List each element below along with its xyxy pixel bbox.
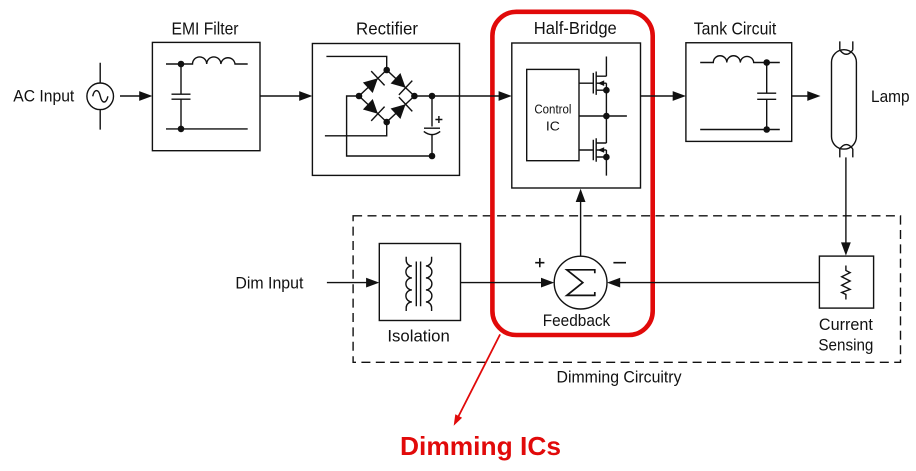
svg-text:Control: Control: [534, 102, 571, 117]
svg-text:Sensing: Sensing: [818, 337, 873, 355]
svg-text:Half-Bridge: Half-Bridge: [534, 18, 617, 38]
svg-text:Isolation: Isolation: [387, 328, 450, 346]
svg-text:IC: IC: [546, 119, 560, 134]
svg-text:AC Input: AC Input: [13, 88, 74, 106]
svg-text:Current: Current: [819, 316, 873, 334]
svg-text:Dimming Circuitry: Dimming Circuitry: [557, 369, 683, 387]
svg-text:Dim Input: Dim Input: [235, 274, 303, 292]
svg-text:Feedback: Feedback: [543, 312, 611, 330]
svg-text:Lamp: Lamp: [871, 88, 910, 106]
svg-text:EMI Filter: EMI Filter: [172, 18, 239, 38]
svg-text:Rectifier: Rectifier: [356, 18, 418, 38]
svg-text:Tank Circuit: Tank Circuit: [694, 19, 777, 39]
svg-text:Dimming ICs: Dimming ICs: [400, 431, 561, 461]
